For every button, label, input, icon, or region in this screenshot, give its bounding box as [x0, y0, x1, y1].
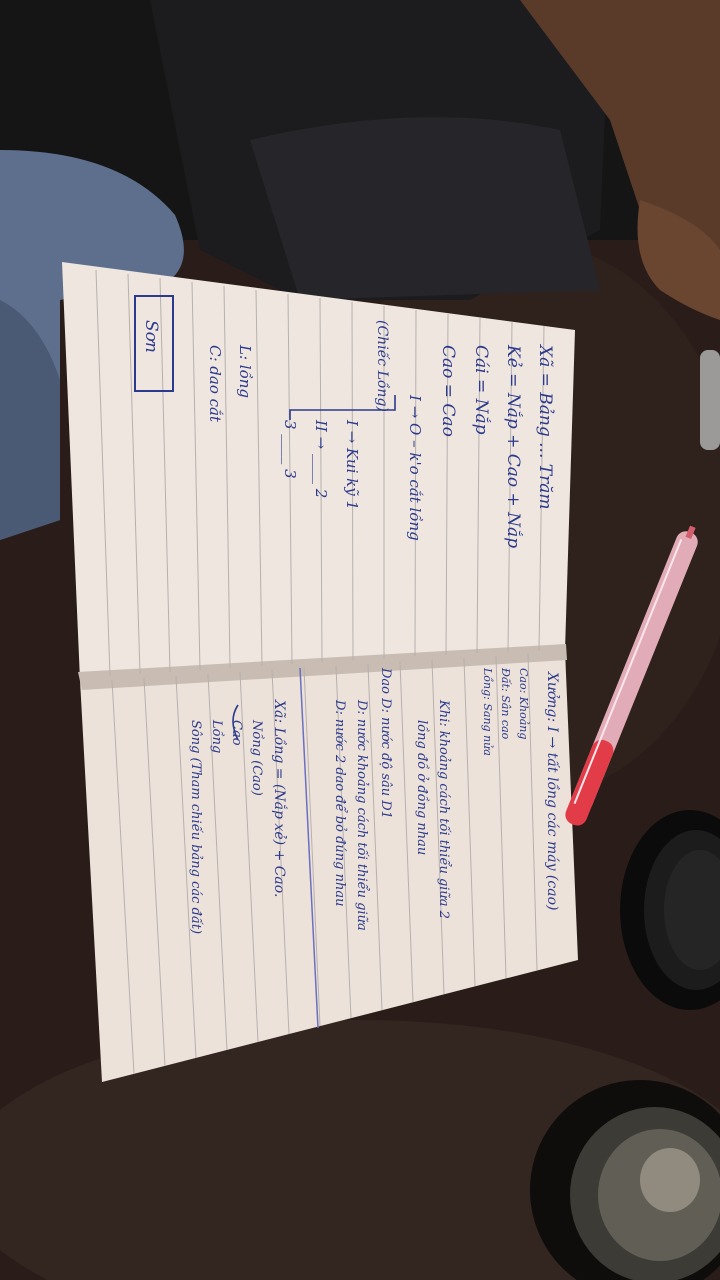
note-bottom-line6: lồng đồ ở đồng nhau — [414, 720, 430, 855]
notebook-page-bottom — [80, 650, 578, 1082]
note-top-line8: II → ____ 2 — [312, 419, 330, 498]
note-bottom-line9: D: nước 2 dao để bỏ đúng nhau — [332, 699, 348, 906]
notebook-spine — [78, 644, 567, 690]
note-bottom-line5: Khi: khoảng cách tối thiểu giữa 2 — [436, 699, 452, 919]
note-top-line9: 3 ____ 3 — [281, 420, 299, 479]
note-bottom-line2: Cao: Khoảng — [517, 668, 530, 739]
dark-cup — [620, 810, 720, 1010]
jeans-shading — [0, 300, 60, 540]
boxed-note: Sơn — [141, 320, 161, 353]
note-bottom-line10: Xã: Lồng = (Nắp xẻ) + Cao. — [271, 699, 289, 897]
pen-highlight — [573, 539, 683, 805]
ruled-lines-bottom — [111, 653, 538, 1075]
note-bottom-line7: Dao D: nước độ sâu D1 — [378, 667, 393, 819]
ruled-lines-top — [95, 269, 545, 677]
note-bottom-line13: Lồng — [209, 719, 225, 753]
handwriting-top-page: Xã = Bảng ... Trăm Kẻ = Nắp + Cao + Nắp … — [134, 295, 555, 548]
note-top-line1: Xã = Bảng ... Trăm — [535, 343, 555, 510]
note-bottom-line8: D: nước khoảng cách tối thiểu giữa — [354, 699, 370, 931]
note-bottom-line3: Đất: Sân cao — [499, 667, 512, 740]
boxed-note-frame — [134, 295, 174, 392]
bracket-bottom — [232, 704, 239, 741]
pen-grip — [565, 739, 614, 826]
handwriting-bottom-page: Xưởng: I → tất lồng các máy (cao) Cao: K… — [188, 667, 561, 934]
notebook — [62, 262, 578, 1082]
pen-tip — [685, 525, 696, 540]
ballpoint-pen — [565, 525, 698, 826]
note-top-line6: (Chiếc Lồng) — [374, 320, 391, 412]
note-top-line5: I → O – k'o cắt lồng — [406, 394, 424, 541]
margin-line — [299, 667, 319, 1029]
note-top-line2: Kẻ = Nắp + Cao + Nắp — [503, 344, 523, 548]
note-top-line4: Cao = Cao — [438, 345, 458, 437]
note-top-line10: L: lồng — [236, 344, 254, 398]
bracket-top — [289, 395, 396, 420]
note-bottom-line11: Nồng (Cao) — [249, 719, 265, 796]
note-top-line7: I → Kui kỹ 1 — [343, 419, 361, 510]
glass-cup — [530, 1080, 720, 1280]
note-bottom-line1: Xưởng: I → tất lồng các máy (cao) — [544, 671, 561, 910]
person-hand — [637, 200, 720, 320]
bottle-edge — [700, 350, 720, 450]
note-top-line3: Cái = Nắp — [471, 345, 491, 435]
note-bottom-line14: Sông (Tham chiếu bảng các đất) — [188, 720, 204, 934]
note-bottom-line4: Lồng: Sang nửa — [481, 667, 494, 756]
note-bottom-line12: Cao — [229, 720, 244, 746]
note-top-line11: C: dao cắt — [206, 345, 224, 423]
person-pants — [250, 117, 600, 300]
